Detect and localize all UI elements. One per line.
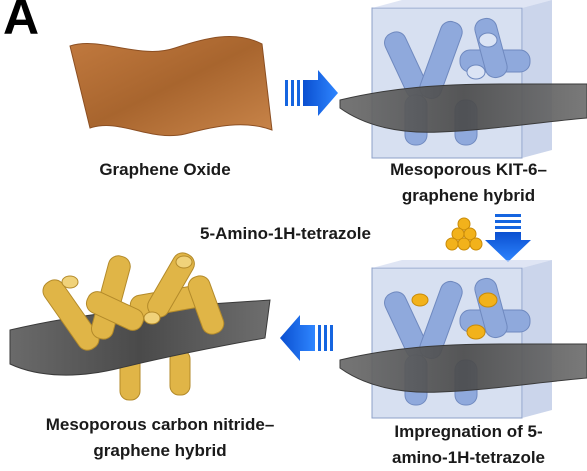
- carbon-nitride-hybrid: [9, 252, 271, 401]
- reagent-label: 5-Amino-1H-tetrazole: [200, 224, 371, 243]
- kit6-label-line1: Mesoporous KIT-6–: [390, 160, 547, 179]
- panel-letter: A: [3, 0, 40, 45]
- impregnated-hybrid: [339, 260, 587, 419]
- arrow-down-icon: [485, 214, 531, 262]
- carbon-nitride-label-line1: Mesoporous carbon nitride–: [45, 415, 275, 434]
- carbon-nitride-label-line2: graphene hybrid: [93, 441, 227, 460]
- kit6-hybrid: [339, 0, 587, 159]
- arrow-left-icon: [280, 315, 333, 361]
- graphene-oxide-sheet: [69, 35, 273, 137]
- kit6-label-line2: graphene hybrid: [401, 186, 536, 205]
- molecule-cluster-icon: [445, 217, 483, 251]
- graphene-oxide-label: Graphene Oxide: [99, 160, 231, 179]
- impregnation-label-line2: amino-1H-tetrazole: [391, 448, 546, 467]
- impregnation-label-line1: Impregnation of 5-: [394, 422, 543, 441]
- arrow-right-icon: [285, 70, 338, 116]
